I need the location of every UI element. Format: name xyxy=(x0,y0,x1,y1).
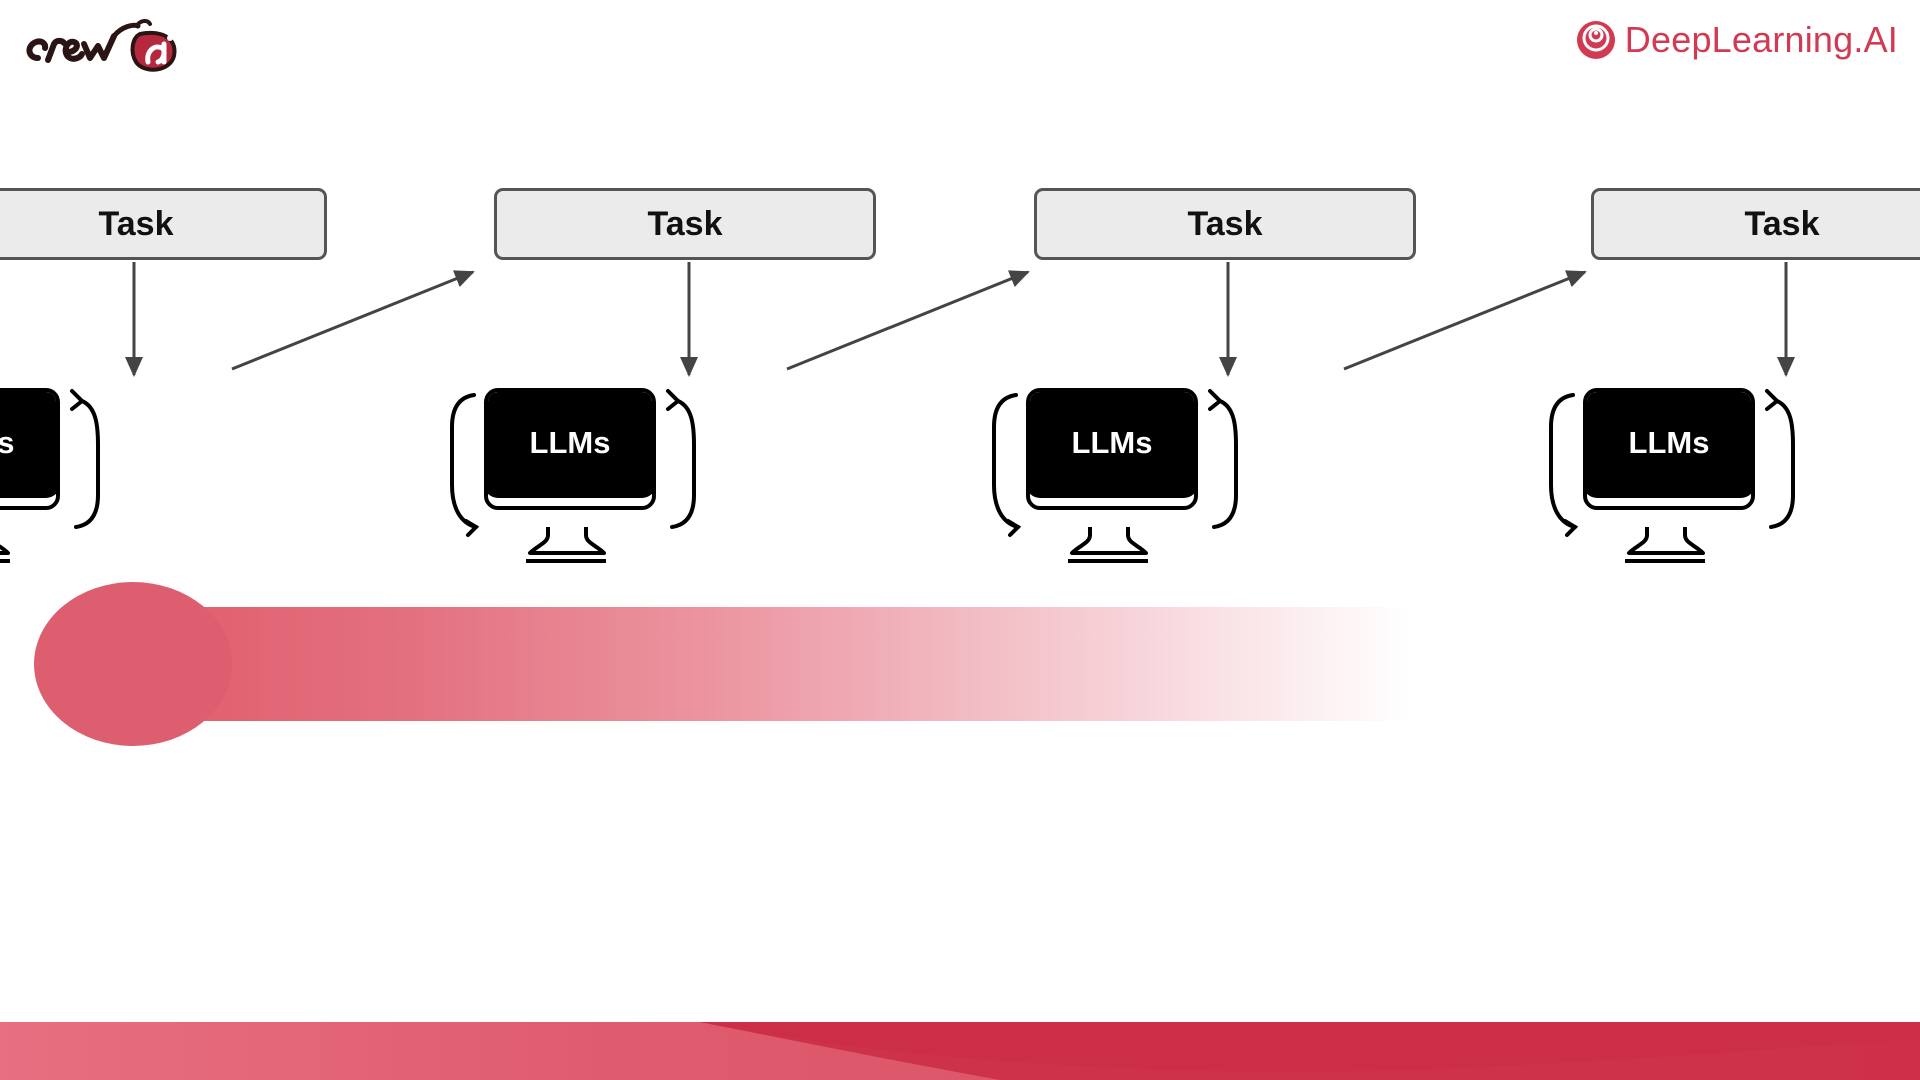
refresh-loop-icon xyxy=(450,389,696,537)
llm-label: LLMs xyxy=(529,425,611,460)
task-box-1: Task xyxy=(0,188,327,260)
next-arrow-icon xyxy=(1343,270,1587,371)
task-label: Task xyxy=(1744,204,1820,243)
llm-computer-3: LLMs xyxy=(988,385,1238,565)
llm-computer-2: LLMs xyxy=(446,385,696,565)
monitor-icon xyxy=(992,389,1238,563)
monitor-screen: LLMs xyxy=(1026,388,1198,510)
llm-computer-4: LLMs xyxy=(1545,385,1795,565)
refresh-loop-icon xyxy=(992,389,1238,537)
monitor-screen: LLMs xyxy=(484,388,656,510)
deeplearning-logo-icon xyxy=(1576,21,1615,59)
monitor-icon xyxy=(0,389,100,563)
monitor-screen: LLMs xyxy=(1583,388,1755,510)
refresh-loop-icon xyxy=(1549,389,1795,537)
llm-computer-1: LLMs xyxy=(0,385,100,565)
footer-wave xyxy=(0,1022,1920,1080)
crewai-logo xyxy=(18,14,198,80)
progress-track xyxy=(185,607,1410,721)
next-arrow-icon xyxy=(786,270,1030,371)
task-box-4: Task xyxy=(1591,188,1920,260)
progress-dot xyxy=(34,582,232,746)
task-label: Task xyxy=(1187,204,1263,243)
next-arrow-icon xyxy=(231,270,475,371)
refresh-loop-icon xyxy=(70,389,100,529)
monitor-icon xyxy=(1549,389,1795,563)
task-label: Task xyxy=(647,204,723,243)
monitor-screen: LLMs xyxy=(0,388,60,510)
llm-label: LLMs xyxy=(0,425,14,461)
deeplearning-logo-text: DeepLearning.AI xyxy=(1624,19,1898,60)
llm-label: LLMs xyxy=(1628,425,1710,460)
task-label: Task xyxy=(98,204,174,243)
deeplearning-logo: DeepLearning.AI xyxy=(1575,18,1898,62)
llm-label: LLMs xyxy=(1071,425,1153,460)
monitor-icon xyxy=(450,389,696,563)
task-box-2: Task xyxy=(494,188,876,260)
task-box-3: Task xyxy=(1034,188,1416,260)
